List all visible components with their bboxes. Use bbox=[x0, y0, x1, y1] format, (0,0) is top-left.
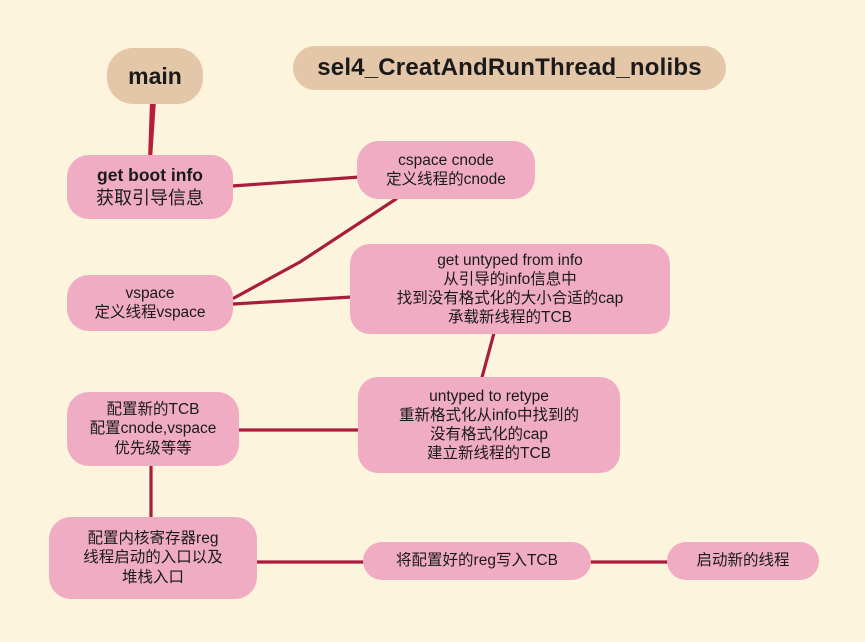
diagram-title-label: sel4_CreatAndRunThread_nolibs bbox=[317, 54, 702, 82]
node-main[interactable]: main bbox=[107, 48, 203, 104]
node-untyped-to-retype-line1: untyped to retype bbox=[429, 387, 549, 405]
edge-vspace-to-get-untyped bbox=[231, 295, 354, 306]
node-main-label: main bbox=[128, 62, 182, 89]
node-start-new-thread-line1: 启动新的线程 bbox=[696, 552, 790, 570]
node-vspace[interactable]: vspace 定义线程vspace bbox=[67, 275, 233, 331]
node-config-kernel-registers-line3: 堆栈入口 bbox=[121, 568, 184, 586]
node-config-new-tcb-line3: 优先级等等 bbox=[114, 439, 192, 457]
node-get-boot-info-line1: get boot info bbox=[97, 165, 203, 185]
node-untyped-to-retype-line3: 没有格式化的cap bbox=[430, 426, 548, 443]
node-get-untyped-from-info[interactable]: get untyped from info 从引导的info信息中 找到没有格式… bbox=[350, 244, 670, 334]
node-get-boot-info-line2: 获取引导信息 bbox=[96, 187, 204, 208]
node-get-untyped-line3: 找到没有格式化的大小合适的cap bbox=[396, 290, 624, 307]
node-cspace-cnode-line2: 定义线程的cnode bbox=[386, 171, 506, 188]
node-write-reg-to-tcb[interactable]: 将配置好的reg写入TCB bbox=[363, 542, 591, 580]
node-diagram-title[interactable]: sel4_CreatAndRunThread_nolibs bbox=[293, 46, 726, 90]
node-untyped-to-retype-line2: 重新格式化从info中找到的 bbox=[399, 406, 579, 424]
node-vspace-line2: 定义线程vspace bbox=[94, 304, 206, 321]
edge-boot-info-to-cspace bbox=[230, 175, 362, 188]
node-vspace-line1: vspace bbox=[125, 284, 175, 302]
node-config-new-tcb-line1: 配置新的TCB bbox=[106, 401, 200, 419]
edge-get-untyped-to-retype bbox=[479, 331, 496, 383]
node-get-untyped-line2: 从引导的info信息中 bbox=[443, 270, 577, 288]
node-cspace-cnode-line1: cspace cnode bbox=[398, 151, 494, 169]
node-start-new-thread[interactable]: 启动新的线程 bbox=[667, 542, 819, 580]
node-config-kernel-registers[interactable]: 配置内核寄存器reg 线程启动的入口以及 堆栈入口 bbox=[49, 517, 257, 599]
node-get-boot-info[interactable]: get boot info 获取引导信息 bbox=[67, 155, 233, 219]
node-config-kernel-registers-line2: 线程启动的入口以及 bbox=[83, 549, 223, 567]
node-get-untyped-line4: 承载新线程的TCB bbox=[447, 309, 572, 327]
edge-main-to-boot-info bbox=[148, 100, 156, 160]
node-untyped-to-retype[interactable]: untyped to retype 重新格式化从info中找到的 没有格式化的c… bbox=[358, 377, 620, 473]
node-get-untyped-line1: get untyped from info bbox=[437, 251, 583, 269]
node-write-reg-to-tcb-line1: 将配置好的reg写入TCB bbox=[396, 552, 558, 570]
node-untyped-to-retype-line4: 建立新线程的TCB bbox=[426, 445, 551, 463]
node-config-new-tcb[interactable]: 配置新的TCB 配置cnode,vspace 优先级等等 bbox=[67, 392, 239, 466]
node-config-kernel-registers-line1: 配置内核寄存器reg bbox=[87, 530, 219, 548]
node-config-new-tcb-line2: 配置cnode,vspace bbox=[89, 420, 217, 438]
node-cspace-cnode[interactable]: cspace cnode 定义线程的cnode bbox=[357, 141, 535, 199]
